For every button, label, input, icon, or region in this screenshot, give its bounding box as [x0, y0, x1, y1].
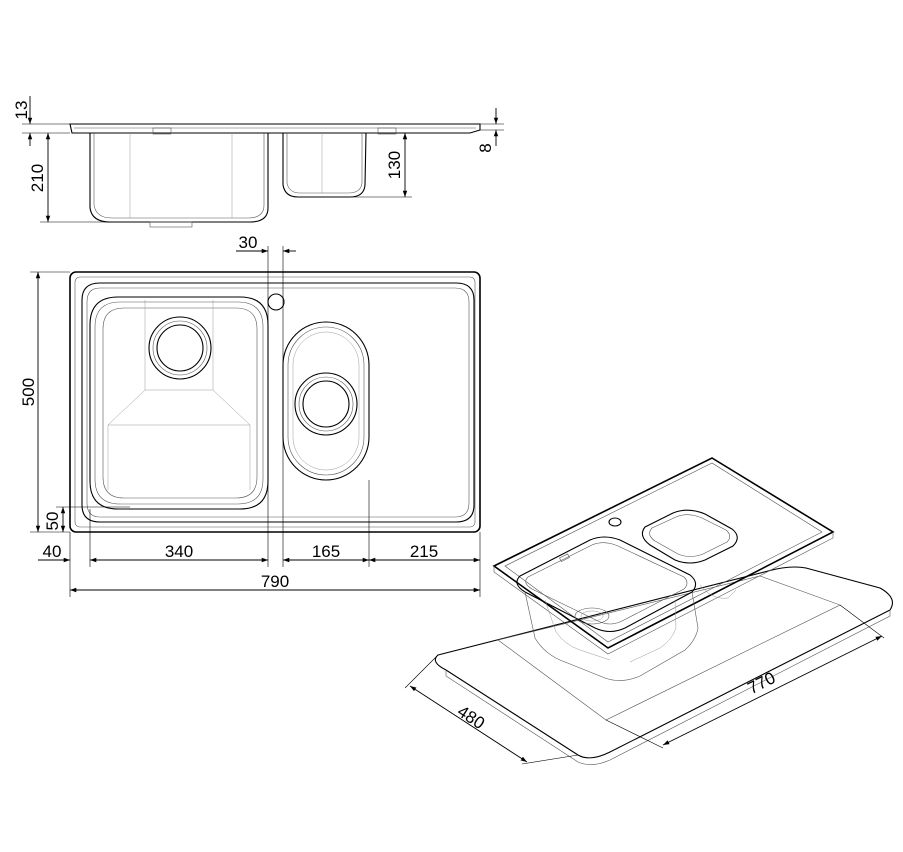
dim-small-bowl-width: 165	[312, 542, 340, 561]
side-view-rim	[69, 123, 481, 134]
plan-view-small-bowl	[282, 321, 370, 481]
dim-small-bowl-depth: 130	[385, 151, 404, 179]
main-bowl-drain	[148, 316, 212, 380]
dim-overall-depth: 500	[19, 378, 38, 406]
plan-view-main-bowl	[89, 296, 269, 510]
mounting-clip-right	[377, 127, 397, 135]
plan-view: 30 500 50 40 340 165 215 790	[19, 233, 481, 597]
dim-flange: 8	[476, 143, 495, 152]
side-view-small-bowl	[282, 132, 367, 198]
plan-view-outer-frame	[69, 271, 481, 533]
dim-cutout-depth: 480	[454, 702, 488, 733]
isometric-main-drain	[574, 607, 610, 625]
dim-drainer-width: 215	[410, 542, 438, 561]
dim-top-thickness: 13	[12, 101, 31, 120]
isometric-tap-hole	[608, 517, 622, 527]
dim-overall-width: 790	[261, 572, 289, 591]
dim-main-bowl-width: 340	[165, 542, 193, 561]
isometric-small-bowl	[641, 509, 738, 564]
side-view-drain-outlet	[149, 221, 193, 228]
small-bowl-drain	[294, 372, 358, 436]
dim-cutout-width: 770	[745, 668, 779, 698]
side-view-main-bowl	[89, 133, 269, 223]
tap-hole	[267, 293, 285, 311]
dim-left-margin: 40	[43, 542, 62, 561]
plan-view-drainer-contour	[81, 282, 475, 523]
mounting-clip-left	[152, 127, 172, 135]
dim-tap-offset: 30	[239, 233, 258, 252]
dim-front-margin: 50	[43, 512, 62, 531]
isometric-view: 480 770	[404, 457, 893, 765]
side-view: 13 210 130 8	[12, 96, 504, 228]
dim-bowl-depth: 210	[28, 164, 47, 192]
